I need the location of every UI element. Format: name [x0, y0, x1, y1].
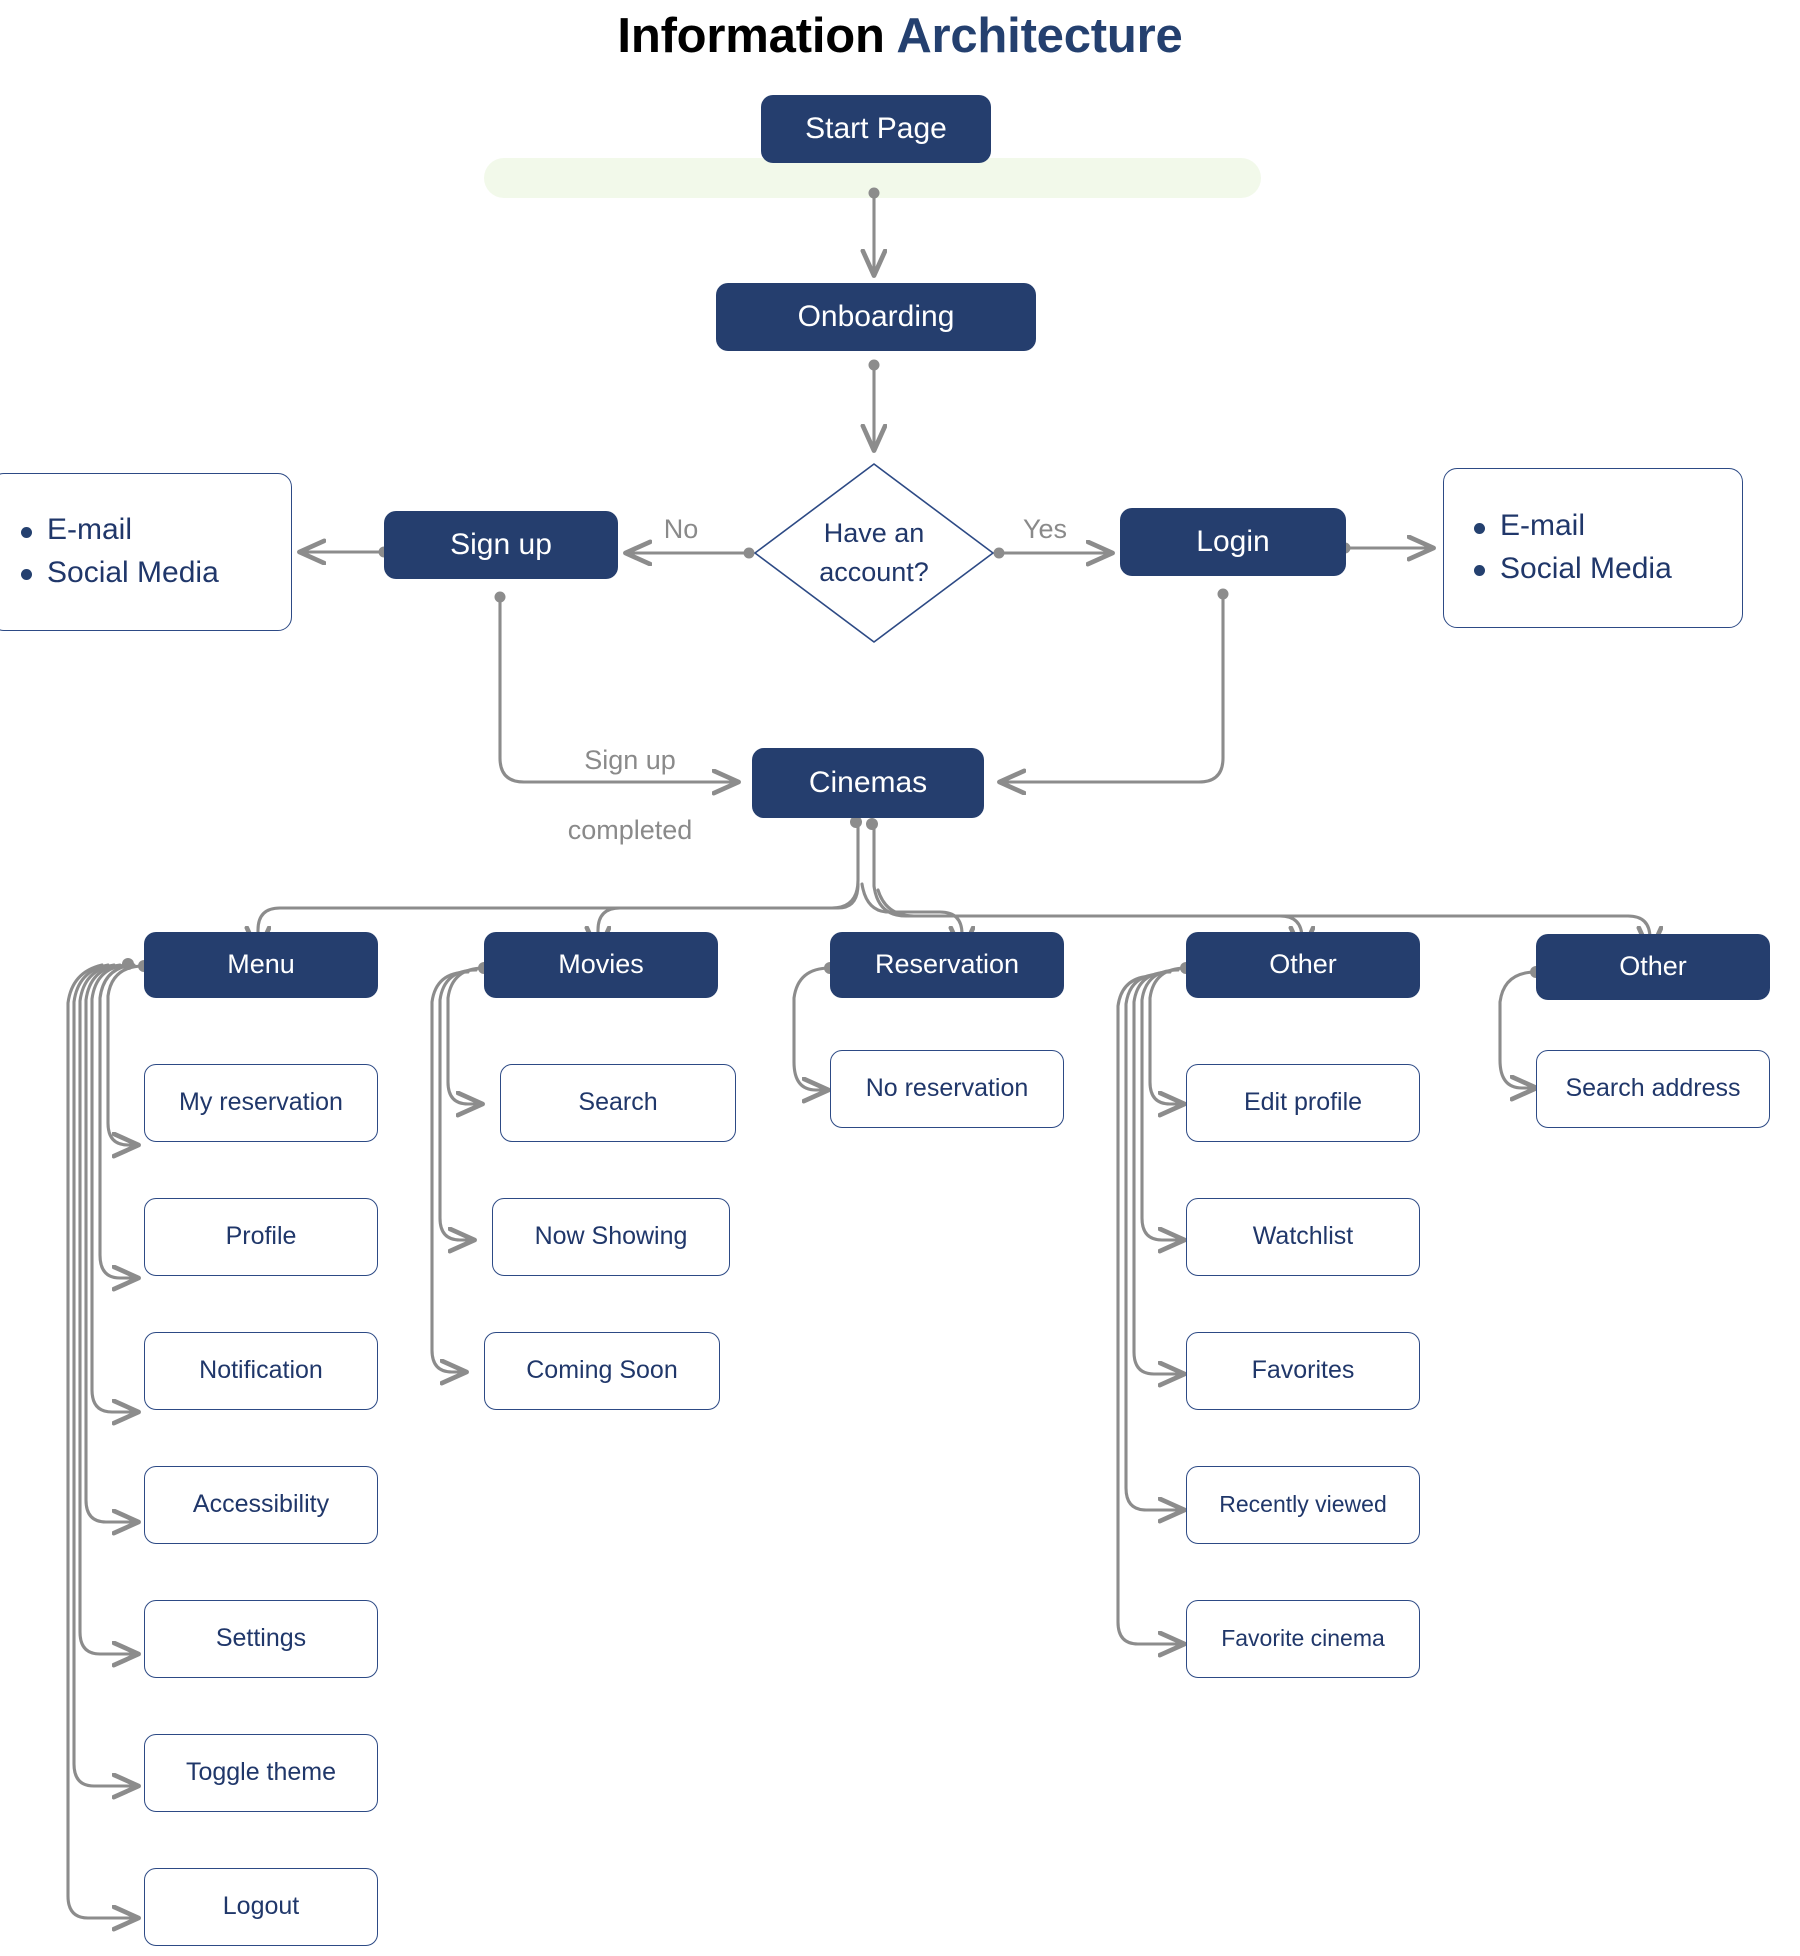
node-now-showing[interactable]: Now Showing — [492, 1198, 730, 1276]
edge-label-no: No — [663, 514, 699, 544]
node-profile-label: Profile — [225, 1222, 297, 1251]
node-decision-have-account[interactable]: Have an account? — [749, 458, 999, 648]
login-methods-box: E-mail Social Media — [1443, 468, 1743, 628]
decision-label: Have an account? — [749, 458, 999, 648]
node-edit-profile[interactable]: Edit profile — [1186, 1064, 1420, 1142]
node-search[interactable]: Search — [500, 1064, 736, 1142]
node-logout-label: Logout — [222, 1892, 300, 1921]
node-logout[interactable]: Logout — [144, 1868, 378, 1946]
node-other-account[interactable]: Other — [1186, 932, 1420, 998]
node-now-showing-label: Now Showing — [534, 1222, 688, 1251]
node-settings[interactable]: Settings — [144, 1600, 378, 1678]
diamond-shape — [754, 463, 994, 643]
node-movies[interactable]: Movies — [484, 932, 718, 998]
node-cinemas-label: Cinemas — [808, 766, 928, 800]
node-accessibility-label: Accessibility — [192, 1490, 330, 1519]
list-item: Social Media — [1474, 548, 1742, 591]
node-sign-up-label: Sign up — [450, 528, 552, 562]
edge-label-signup-completed: Sign up completed — [520, 708, 740, 848]
node-settings-label: Settings — [215, 1624, 307, 1653]
node-favorite-cinema[interactable]: Favorite cinema — [1186, 1600, 1420, 1678]
node-reservation[interactable]: Reservation — [830, 932, 1064, 998]
node-recently-viewed[interactable]: Recently viewed — [1186, 1466, 1420, 1544]
node-onboarding[interactable]: Onboarding — [716, 283, 1036, 351]
node-menu[interactable]: Menu — [144, 932, 378, 998]
node-notification-label: Notification — [199, 1356, 323, 1385]
signup-methods-box: E-mail Social Media — [0, 473, 292, 631]
node-other-account-label: Other — [1269, 949, 1337, 980]
node-no-reservation[interactable]: No reservation — [830, 1050, 1064, 1128]
node-menu-label: Menu — [227, 949, 295, 980]
node-my-reservation[interactable]: My reservation — [144, 1064, 378, 1142]
page-title: Information Architecture — [0, 8, 1800, 64]
node-search-address-label: Search address — [1565, 1074, 1741, 1103]
node-login-label: Login — [1196, 525, 1270, 559]
node-sign-up[interactable]: Sign up — [384, 511, 618, 579]
node-favorites[interactable]: Favorites — [1186, 1332, 1420, 1410]
node-favorites-label: Favorites — [1251, 1356, 1355, 1385]
node-login[interactable]: Login — [1120, 508, 1346, 576]
node-cinemas[interactable]: Cinemas — [752, 748, 984, 818]
login-methods-list: E-mail Social Media — [1444, 505, 1742, 590]
title-accent: Architecture — [896, 9, 1183, 63]
node-search-address[interactable]: Search address — [1536, 1050, 1770, 1128]
node-coming-soon[interactable]: Coming Soon — [484, 1332, 720, 1410]
node-edit-profile-label: Edit profile — [1243, 1088, 1363, 1117]
node-toggle-theme-label: Toggle theme — [185, 1758, 337, 1787]
signup-completed-line-2: completed — [567, 815, 693, 846]
node-watchlist[interactable]: Watchlist — [1186, 1198, 1420, 1276]
highlight-band — [484, 158, 1261, 198]
node-accessibility[interactable]: Accessibility — [144, 1466, 378, 1544]
node-watchlist-label: Watchlist — [1252, 1222, 1354, 1251]
node-no-reservation-label: No reservation — [865, 1074, 1029, 1103]
node-recently-viewed-label: Recently viewed — [1219, 1491, 1387, 1518]
node-toggle-theme[interactable]: Toggle theme — [144, 1734, 378, 1812]
node-coming-soon-label: Coming Soon — [526, 1356, 678, 1385]
node-movies-label: Movies — [558, 949, 644, 980]
list-item: E-mail — [21, 509, 291, 552]
signup-completed-line-1: Sign up — [584, 745, 676, 776]
signup-methods-list: E-mail Social Media — [0, 509, 291, 594]
node-profile[interactable]: Profile — [144, 1198, 378, 1276]
node-start-page[interactable]: Start Page — [761, 95, 991, 163]
node-other-location[interactable]: Other — [1536, 934, 1770, 1000]
node-notification[interactable]: Notification — [144, 1332, 378, 1410]
title-lead: Information — [617, 9, 885, 63]
node-my-reservation-label: My reservation — [179, 1088, 343, 1117]
decision-line-1: Have an — [823, 517, 925, 548]
node-search-label: Search — [578, 1088, 658, 1117]
list-item: Social Media — [21, 552, 291, 595]
node-other-location-label: Other — [1619, 951, 1687, 982]
node-favorite-cinema-label: Favorite cinema — [1221, 1625, 1385, 1652]
node-onboarding-label: Onboarding — [797, 300, 955, 334]
node-reservation-label: Reservation — [874, 949, 1020, 980]
decision-line-2: account? — [819, 557, 929, 587]
node-start-page-label: Start Page — [805, 112, 947, 146]
edge-label-yes: Yes — [1022, 514, 1068, 544]
list-item: E-mail — [1474, 505, 1742, 548]
